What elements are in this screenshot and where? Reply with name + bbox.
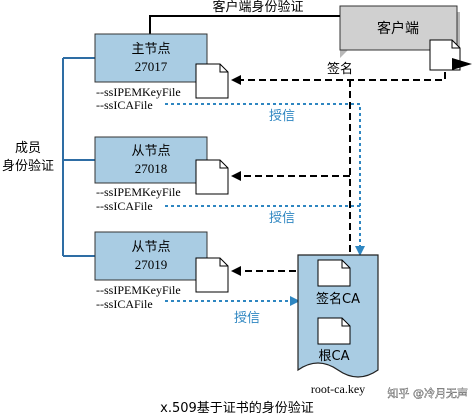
client-label: 客户端	[377, 20, 419, 37]
watermark: 知乎 @冷月无声	[388, 386, 469, 400]
signed-ca-cert-icon	[317, 259, 351, 287]
sign-lines	[231, 72, 446, 276]
members-label-line2: 身份验证	[2, 158, 54, 174]
member-tree	[62, 57, 95, 257]
diagram-caption: x.509基于证书的身份验证	[160, 400, 314, 416]
grant-lines	[165, 103, 365, 306]
node-option: --ssIPEMKeyFile	[96, 283, 181, 297]
node-option: --ssIPEMKeyFile	[96, 185, 181, 199]
root-ca-label: 根CA	[319, 349, 350, 364]
members-label-line1: 成员	[15, 141, 41, 156]
grant-label-1: 授信	[269, 109, 295, 124]
node-option: --ssIPEMKeyFile	[96, 85, 181, 99]
node-title: 主节点	[131, 42, 170, 57]
node-secondary-1: 从节点 27018	[94, 136, 208, 184]
client-auth-label: 客户端身份验证	[212, 0, 303, 15]
node-option: --ssICAFile	[96, 199, 153, 213]
root-ca-key-label: root-ca.key	[311, 382, 365, 396]
client-auth-line	[149, 15, 340, 34]
node-primary: 主节点 27017	[94, 33, 208, 83]
node-port: 27017	[135, 59, 168, 74]
signed-ca-label: 签名CA	[316, 291, 360, 307]
node-cert-icon	[195, 159, 229, 195]
node-title: 从节点	[131, 144, 170, 159]
node-option: --ssICAFile	[96, 98, 153, 112]
root-ca-cert-icon	[317, 317, 351, 345]
node-port: 27019	[135, 257, 168, 272]
node-secondary-2: 从节点 27019	[94, 231, 208, 281]
node-cert-icon	[195, 63, 229, 99]
sign-label: 签名	[327, 61, 353, 77]
grant-label-2: 授信	[269, 211, 295, 226]
node-option: --ssICAFile	[96, 297, 153, 311]
node-title: 从节点	[131, 240, 170, 255]
node-port: 27018	[135, 161, 168, 176]
node-cert-icon	[195, 257, 229, 293]
client-cert-icon	[429, 39, 472, 71]
grant-label-3: 授信	[234, 311, 260, 326]
